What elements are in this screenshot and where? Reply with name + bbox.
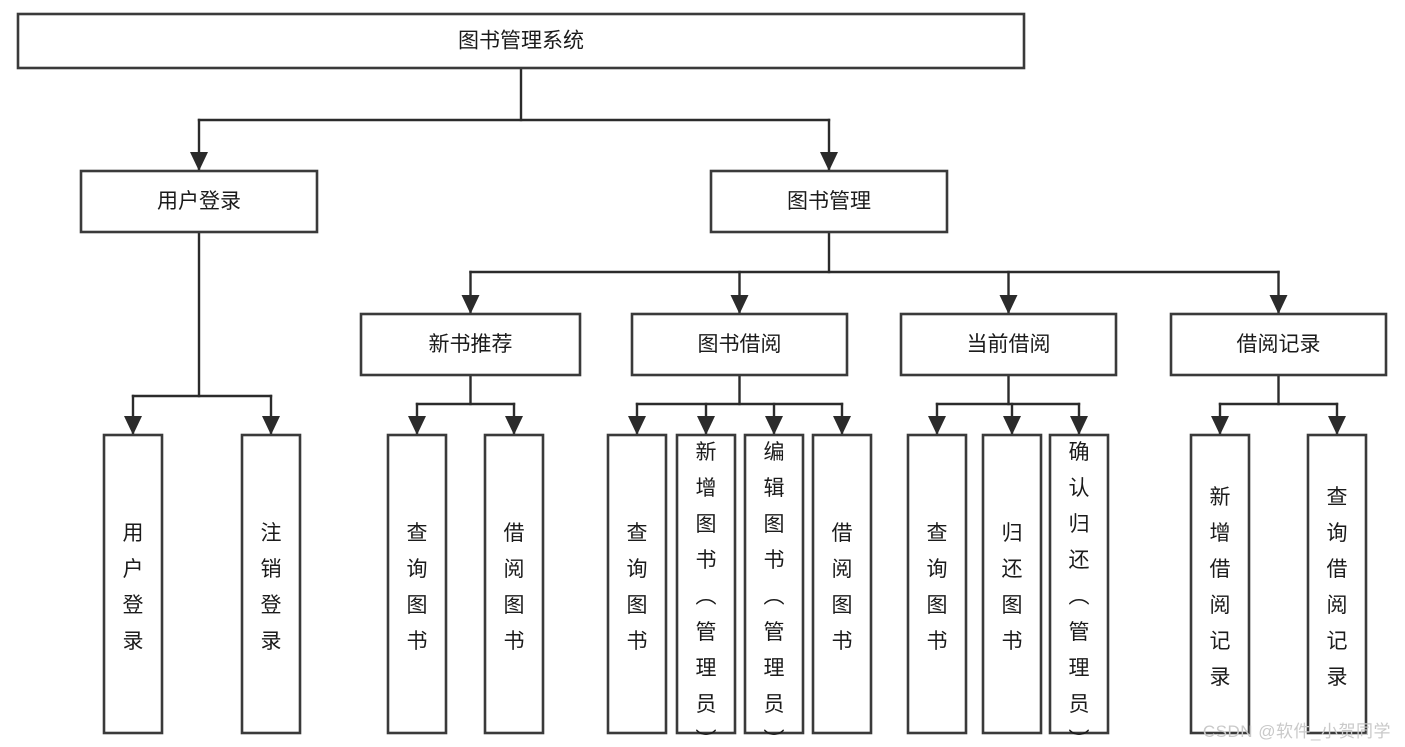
arrow-head-user-login xyxy=(190,152,208,171)
node-leaf-confirm-return-box[interactable] xyxy=(1048,433,1110,735)
arrow-head-leaf-query-book-1 xyxy=(408,416,426,435)
node-leaf-query-book-3-box[interactable] xyxy=(906,433,968,735)
arrow-head-borrow-record xyxy=(1269,295,1288,314)
arrow-head-leaf-add-book xyxy=(697,416,715,435)
node-root-label: 图书管理系统 xyxy=(458,30,584,53)
arrow-head-book-manage xyxy=(820,152,838,171)
node-leaf-query-record[interactable]: 查询借阅记录 xyxy=(1306,433,1368,735)
node-leaf-edit-book-box[interactable] xyxy=(743,433,805,735)
arrow-head-leaf-borrow-book-2 xyxy=(833,416,851,435)
arrow-head-current-borrow xyxy=(999,295,1018,314)
node-leaf-add-book-label: 新增图书︵管理员︶ xyxy=(696,441,717,747)
node-borrow-record-label: 借阅记录 xyxy=(1237,333,1321,356)
node-leaf-borrow-book-1-box[interactable] xyxy=(483,433,545,735)
node-leaf-user-logout-label: 注销登录 xyxy=(261,522,282,653)
node-leaf-return-book-label: 归还图书 xyxy=(1002,522,1023,653)
node-leaf-add-record[interactable]: 新增借阅记录 xyxy=(1189,433,1251,735)
node-book-manage-box[interactable] xyxy=(709,169,949,234)
arrow-head-book-borrow xyxy=(730,295,749,314)
node-leaf-add-record-box[interactable] xyxy=(1189,433,1251,735)
node-book-borrow[interactable]: 图书借阅 xyxy=(630,312,849,377)
node-leaf-add-book[interactable]: 新增图书︵管理员︶ xyxy=(675,433,737,747)
arrow-head-leaf-query-record xyxy=(1328,416,1346,435)
arrow-head-leaf-query-book-2 xyxy=(628,416,646,435)
node-root[interactable]: 图书管理系统 xyxy=(16,12,1026,70)
node-leaf-edit-book-label: 编辑图书︵管理员︶ xyxy=(764,441,785,747)
node-leaf-query-record-box[interactable] xyxy=(1306,433,1368,735)
nodes-layer: 图书管理系统用户登录图书管理新书推荐图书借阅当前借阅借阅记录用户登录注销登录查询… xyxy=(16,12,1388,747)
node-leaf-add-record-label: 新增借阅记录 xyxy=(1210,486,1231,689)
node-leaf-query-book-1-box[interactable] xyxy=(386,433,448,735)
arrow-head-leaf-edit-book xyxy=(765,416,783,435)
node-user-login-label: 用户登录 xyxy=(157,190,241,213)
node-leaf-query-book-1-label: 查询图书 xyxy=(407,522,428,653)
node-leaf-return-book[interactable]: 归还图书 xyxy=(981,433,1043,735)
node-leaf-confirm-return-label: 确认归还︵管理员︶ xyxy=(1069,441,1090,747)
node-new-book-rec[interactable]: 新书推荐 xyxy=(359,312,582,377)
arrow-head-leaf-query-book-3 xyxy=(928,416,946,435)
edges-layer xyxy=(124,66,1346,436)
node-current-borrow[interactable]: 当前借阅 xyxy=(899,312,1118,377)
node-leaf-return-book-box[interactable] xyxy=(981,433,1043,735)
node-leaf-user-login-box[interactable] xyxy=(102,433,164,735)
watermark-label: CSDN @软件_小贺同学 xyxy=(1202,722,1391,741)
node-leaf-query-book-2-label: 查询图书 xyxy=(627,522,648,653)
arrow-head-leaf-confirm-return xyxy=(1070,416,1088,435)
node-leaf-query-record-label: 查询借阅记录 xyxy=(1327,486,1348,689)
node-leaf-borrow-book-2-box[interactable] xyxy=(811,433,873,735)
node-book-borrow-box[interactable] xyxy=(630,312,849,377)
node-borrow-record-box[interactable] xyxy=(1169,312,1388,377)
node-root-box[interactable] xyxy=(16,12,1026,70)
node-leaf-borrow-book-1-label: 借阅图书 xyxy=(504,522,525,653)
arrow-head-leaf-add-record xyxy=(1211,416,1229,435)
node-leaf-confirm-return[interactable]: 确认归还︵管理员︶ xyxy=(1048,433,1110,747)
node-leaf-user-logout[interactable]: 注销登录 xyxy=(240,433,302,735)
node-leaf-query-book-1[interactable]: 查询图书 xyxy=(386,433,448,735)
node-book-borrow-label: 图书借阅 xyxy=(698,333,782,356)
node-leaf-borrow-book-2[interactable]: 借阅图书 xyxy=(811,433,873,735)
arrow-head-new-book-rec xyxy=(461,295,480,314)
node-leaf-query-book-2[interactable]: 查询图书 xyxy=(606,433,668,735)
node-leaf-edit-book[interactable]: 编辑图书︵管理员︶ xyxy=(743,433,805,747)
node-leaf-user-logout-box[interactable] xyxy=(240,433,302,735)
node-leaf-user-login-label: 用户登录 xyxy=(123,522,144,653)
node-book-manage[interactable]: 图书管理 xyxy=(709,169,949,234)
node-leaf-query-book-3[interactable]: 查询图书 xyxy=(906,433,968,735)
node-current-borrow-label: 当前借阅 xyxy=(967,333,1051,356)
node-leaf-add-book-box[interactable] xyxy=(675,433,737,735)
arrow-head-leaf-user-login xyxy=(124,416,142,435)
node-new-book-rec-box[interactable] xyxy=(359,312,582,377)
node-borrow-record[interactable]: 借阅记录 xyxy=(1169,312,1388,377)
node-leaf-borrow-book-2-label: 借阅图书 xyxy=(832,522,853,653)
node-leaf-user-login[interactable]: 用户登录 xyxy=(102,433,164,735)
node-current-borrow-box[interactable] xyxy=(899,312,1118,377)
node-new-book-rec-label: 新书推荐 xyxy=(429,333,513,356)
node-user-login-box[interactable] xyxy=(79,169,319,234)
node-leaf-borrow-book-1[interactable]: 借阅图书 xyxy=(483,433,545,735)
arrow-head-leaf-return-book xyxy=(1003,416,1021,435)
node-leaf-query-book-3-label: 查询图书 xyxy=(927,522,948,653)
node-user-login[interactable]: 用户登录 xyxy=(79,169,319,234)
node-book-manage-label: 图书管理 xyxy=(787,190,871,213)
arrow-head-leaf-borrow-book-1 xyxy=(505,416,523,435)
node-leaf-query-book-2-box[interactable] xyxy=(606,433,668,735)
arrow-head-leaf-user-logout xyxy=(262,416,280,435)
